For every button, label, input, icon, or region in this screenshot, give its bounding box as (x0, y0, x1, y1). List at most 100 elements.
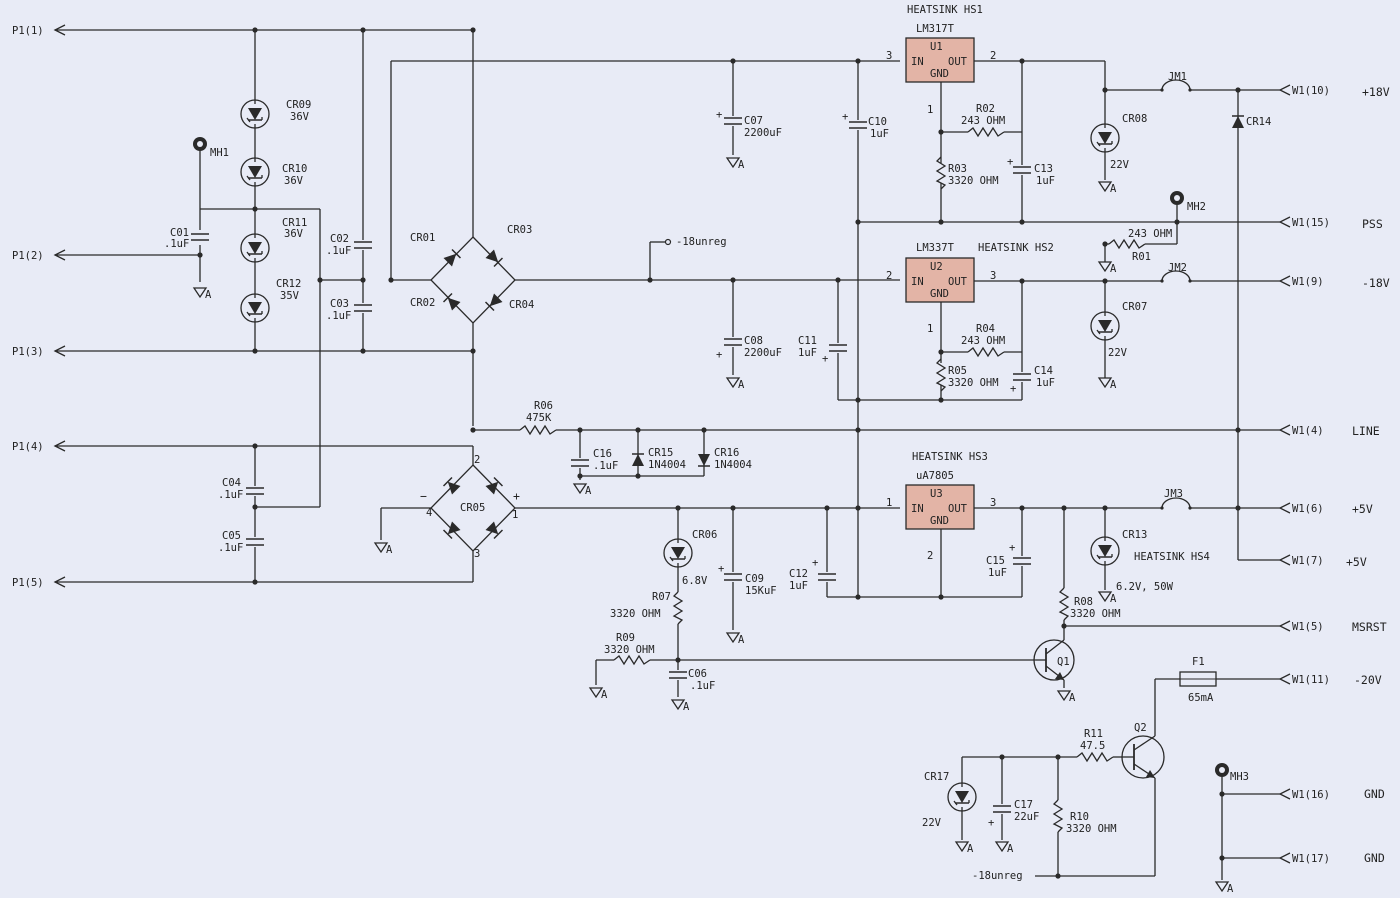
resistor-r10 (1053, 799, 1063, 833)
resistor-r07 (673, 591, 683, 625)
unreg-label-2: -18unreg (972, 870, 1023, 882)
u2-part: LM337T (916, 242, 955, 254)
u1-pin2: 2 (990, 50, 996, 62)
zener-cr07 (1090, 299, 1120, 353)
u1-part: LM317T (916, 23, 955, 35)
output-pss: PSS (1362, 217, 1383, 231)
cr05-minus: − (420, 489, 427, 503)
mh1-label: MH1 (210, 147, 229, 159)
c06-label: C06 (688, 668, 707, 680)
output-gnd-2: GND (1364, 851, 1385, 865)
c07-value: 2200uF (744, 127, 782, 139)
ground-label: A (683, 701, 690, 713)
w1-16-label: W1(16) (1292, 789, 1330, 801)
cr08-label: CR08 (1122, 113, 1147, 125)
c12-value: 1uF (789, 580, 808, 592)
r08-value: 3320 OHM (1070, 608, 1121, 620)
c17-plus: + (988, 817, 994, 829)
r10-label: R10 (1070, 811, 1089, 823)
cr05-pin2: 2 (474, 454, 480, 466)
cr12-value: 35V (280, 290, 300, 302)
w1-4-label: W1(4) (1292, 425, 1324, 437)
r09-value: 3320 OHM (604, 644, 655, 656)
ground-label: A (386, 544, 393, 556)
r04-value: 243 OHM (961, 335, 1005, 347)
cr05-pin1: 1 (512, 509, 518, 521)
jm2-label: JM2 (1168, 262, 1187, 274)
ground-label: A (601, 689, 608, 701)
zener-cr06 (663, 526, 693, 580)
cr09-value: 36V (290, 111, 310, 123)
output-plus5v-b: +5V (1346, 555, 1367, 569)
c07-label: C07 (744, 115, 763, 127)
capacitor-c01 (190, 233, 210, 241)
resistor-r08 (1059, 587, 1069, 621)
f1-value: 65mA (1188, 692, 1214, 704)
c02-value: .1uF (326, 245, 351, 257)
c11-value: 1uF (798, 347, 817, 359)
cr10-value: 36V (284, 175, 304, 187)
u2-out: OUT (948, 276, 968, 288)
ground-label: A (738, 379, 745, 391)
c14-value: 1uF (1036, 377, 1055, 389)
output-gnd-1: GND (1364, 787, 1385, 801)
c03-value: .1uF (326, 310, 351, 322)
q1-label: Q1 (1057, 656, 1070, 668)
w1-7-label: W1(7) (1292, 555, 1324, 567)
u1-gnd: GND (930, 68, 949, 80)
u3-in: IN (911, 503, 924, 515)
capacitor-c08 (723, 338, 743, 346)
c10-value: 1uF (870, 128, 889, 140)
cr17-label: CR17 (924, 771, 949, 783)
c08-value: 2200uF (744, 347, 782, 359)
capacitor-c04 (245, 487, 265, 495)
ground-label: A (1110, 183, 1117, 195)
u3-pin3: 3 (990, 497, 996, 509)
ground-label: A (205, 289, 212, 301)
cr07-label: CR07 (1122, 301, 1147, 313)
output-minus18v: -18V (1362, 276, 1390, 290)
regulator-u1 (905, 37, 975, 83)
c09-label: C09 (745, 573, 764, 585)
mh3-label: MH3 (1230, 771, 1249, 783)
c09-plus: + (718, 563, 724, 575)
w1-5-label: W1(5) (1292, 621, 1324, 633)
ground-label: A (585, 485, 592, 497)
c15-value: 1uF (988, 567, 1007, 579)
cr15-label: CR15 (648, 447, 673, 459)
cr14-label: CR14 (1246, 116, 1271, 128)
cr02-label: CR02 (410, 297, 435, 309)
c14-plus: + (1010, 383, 1016, 395)
capacitor-c11 (828, 344, 848, 352)
r04-label: R04 (976, 323, 995, 335)
cr08-value: 22V (1110, 159, 1130, 171)
p1-1-label: P1(1) (12, 25, 44, 37)
c05-label: C05 (222, 530, 241, 542)
r08-label: R08 (1074, 596, 1093, 608)
cr10-label: CR10 (282, 163, 307, 175)
c07-plus: + (716, 109, 722, 121)
u1-in: IN (911, 56, 924, 68)
c01-value: .1uF (164, 238, 189, 250)
zener-cr11 (240, 221, 270, 275)
diode-cr14 (1231, 115, 1245, 129)
c13-plus: + (1007, 156, 1013, 168)
zener-cr13 (1090, 524, 1120, 578)
r02-label: R02 (976, 103, 995, 115)
capacitor-c10 (848, 121, 868, 129)
p1-5-label: P1(5) (12, 577, 44, 589)
capacitor-c16 (570, 459, 590, 467)
cr16-value: 1N4004 (714, 459, 752, 471)
c09-value: 15KuF (745, 585, 777, 597)
cr07-value: 22V (1108, 347, 1128, 359)
cr13-label: CR13 (1122, 529, 1147, 541)
resistor-r02 (967, 127, 1005, 137)
output-plus5v-a: +5V (1352, 502, 1373, 516)
c14-label: C14 (1034, 365, 1053, 377)
u1-out: OUT (948, 56, 968, 68)
zener-cr10 (240, 145, 270, 199)
capacitor-c14 (1012, 373, 1032, 381)
ground-label: A (1110, 593, 1117, 605)
c10-label: C10 (868, 116, 887, 128)
c12-plus: + (812, 557, 818, 569)
